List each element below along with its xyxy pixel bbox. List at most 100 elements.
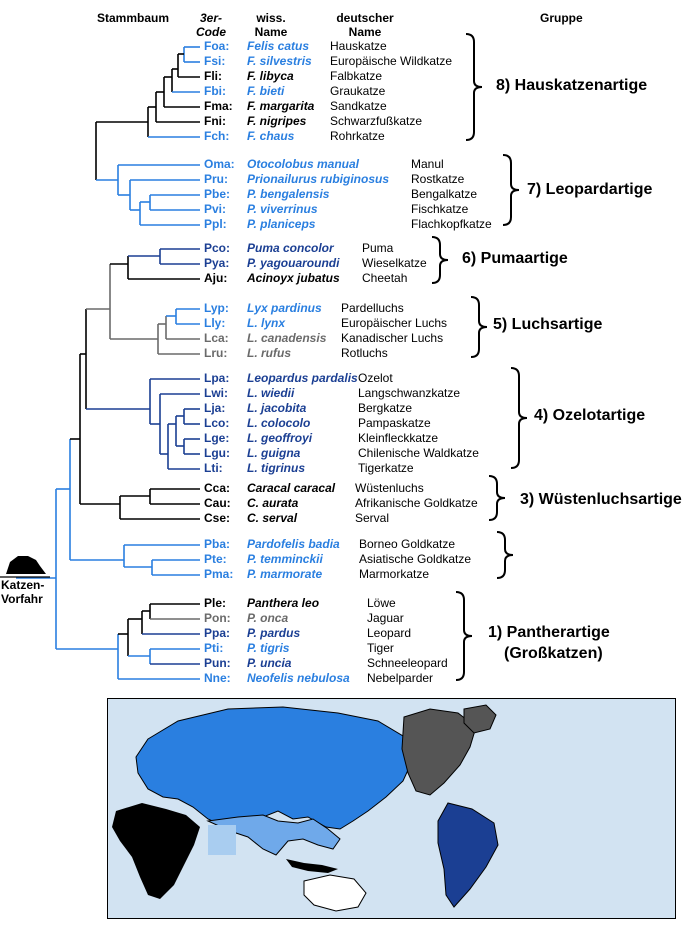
group-label: 8) Hauskatzenartige (496, 77, 648, 94)
species-code: Fch: (204, 129, 230, 143)
species-german-name: Europäische Wildkatze (330, 54, 453, 68)
species-row: Fni: F. nigripes Schwarzfußkatze (204, 114, 524, 129)
species-german-name: Bergkatze (358, 401, 413, 415)
species-code: Fli: (204, 69, 222, 83)
species-scientific-name: Puma concolor (247, 241, 334, 255)
group-label: 6) Pumaartige (462, 250, 568, 267)
species-scientific-name: Caracal caracal (247, 481, 336, 495)
header-code-line2: Code (196, 25, 226, 39)
species-scientific-name: C. serval (247, 511, 298, 525)
group-label: 5) Luchsartige (493, 316, 603, 333)
map-indonesia (286, 859, 338, 873)
species-scientific-name: F. chaus (247, 129, 295, 143)
map-africa (112, 803, 200, 899)
header-wiss-line1: wiss. (256, 11, 286, 25)
species-scientific-name: P. viverrinus (247, 202, 318, 216)
map-south-america (437, 802, 499, 908)
species-scientific-name: Pardofelis badia (247, 537, 340, 551)
species-scientific-name: P. temminckii (247, 552, 323, 566)
species-code: Ple: (204, 596, 227, 610)
species-german-name: Pampaskatze (358, 416, 431, 430)
species-german-name: Wüstenluchs (355, 481, 424, 495)
map-india-highlight (208, 825, 236, 855)
species-german-name: Löwe (367, 596, 396, 610)
species-german-name: Rotluchs (341, 346, 388, 360)
species-german-name: Fischkatze (411, 202, 469, 216)
species-german-name: Leopard (367, 626, 412, 640)
species-scientific-name: L. geoffroyi (247, 431, 313, 445)
species-scientific-name: L. tigrinus (247, 461, 305, 475)
group-bracket (502, 154, 520, 226)
distribution-map (107, 698, 676, 919)
species-scientific-name: F. nigripes (247, 114, 307, 128)
species-german-name: Asiatische Goldkatze (359, 552, 472, 566)
species-code: Ppl: (204, 217, 227, 231)
species-german-name: Schneeleopard (367, 656, 448, 670)
map-south-asia (206, 814, 341, 856)
species-scientific-name: Acinoyx jubatus (247, 271, 340, 285)
world-map-svg (112, 704, 499, 912)
species-code: Lge: (204, 431, 230, 445)
phylogenetic-tree (0, 33, 528, 681)
species-code: Pun: (204, 656, 231, 670)
species-german-name: Puma (362, 241, 394, 255)
ancestor-silhouette-icon (6, 556, 46, 574)
species-scientific-name: F. silvestris (247, 54, 312, 68)
species-code: Lru: (204, 346, 228, 360)
species-code: Fni: (204, 114, 226, 128)
group-label: 7) Leopardartige (527, 181, 653, 198)
map-australia (303, 874, 367, 912)
species-code: Lwi: (204, 386, 228, 400)
group-bracket (465, 33, 483, 141)
species-scientific-name: L. canadensis (247, 331, 327, 345)
species-scientific-name: Lyx pardinus (247, 301, 322, 315)
species-code: Lti: (204, 461, 223, 475)
species-german-name: Jaguar (367, 611, 404, 625)
species-scientific-name: L. wiedii (247, 386, 295, 400)
species-scientific-name: F. libyca (247, 69, 294, 83)
species-code: Lly: (204, 316, 226, 330)
species-scientific-name: Panthera leo (247, 596, 320, 610)
species-row: Lge: L. geoffroyi Kleinfleckkatze (204, 431, 524, 446)
header-code-line1: 3er- (199, 11, 222, 25)
group-bracket (510, 367, 528, 469)
species-scientific-name: C. aurata (247, 496, 299, 510)
map-greenland (463, 704, 497, 734)
species-german-name: Serval (355, 511, 390, 525)
ancestor-label-line1: Katzen- (1, 578, 45, 592)
species-code: Fbi: (204, 84, 226, 98)
species-scientific-name: F. margarita (247, 99, 315, 113)
group-label-line2: (Großkatzen) (504, 645, 603, 662)
species-german-name: Rohrkatze (330, 129, 385, 143)
species-code: Pma: (204, 567, 234, 581)
group-label: 4) Ozelotartige (534, 407, 646, 424)
species-german-name: Kleinfleckkatze (358, 431, 439, 445)
species-scientific-name: L. jacobita (247, 401, 307, 415)
species-scientific-name: L. guigna (247, 446, 301, 460)
species-german-name: Bengalkatze (411, 187, 478, 201)
ancestor-label-line2: Vorfahr (1, 592, 43, 606)
map-eurasia (135, 706, 414, 830)
header-deutsch-line2: Name (348, 25, 382, 39)
species-scientific-name: L. colocolo (247, 416, 311, 430)
group-bracket (455, 591, 473, 681)
species-german-name: Kanadischer Luchs (341, 331, 444, 345)
species-german-name: Schwarzfußkatze (330, 114, 423, 128)
header-deutsch-line1: deutscher (336, 11, 394, 25)
